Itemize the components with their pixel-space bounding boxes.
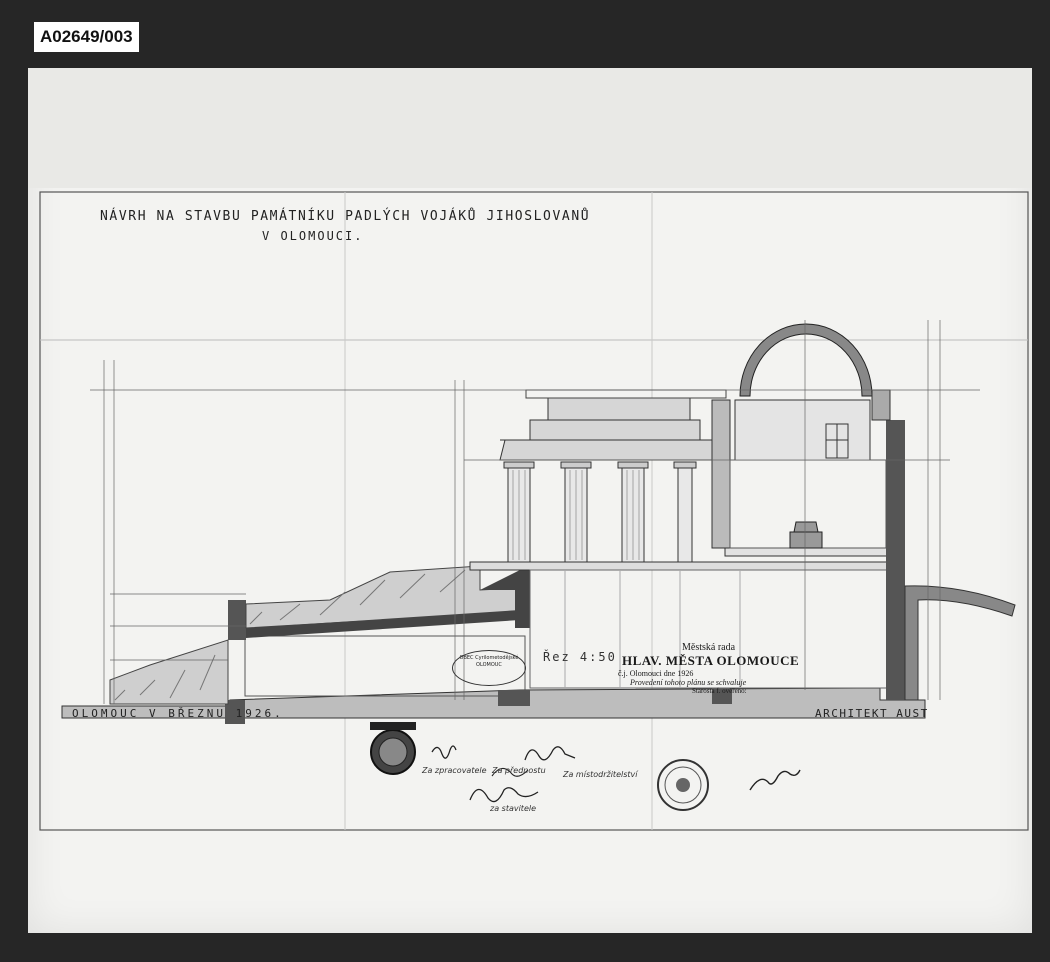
council-stamp-line5: Starosta f. ověřeno: xyxy=(692,687,747,695)
terrace-slab xyxy=(246,610,520,638)
signature-1 xyxy=(431,745,457,759)
hall-pier xyxy=(711,399,731,549)
signature-3 xyxy=(469,787,539,803)
entablature xyxy=(499,397,721,461)
temple-platform xyxy=(469,561,891,571)
rubble-texture-left xyxy=(114,654,216,701)
archive-label: A02649/003 xyxy=(34,22,139,52)
place-date: OLOMOUC V BŘEZNU 1926. xyxy=(72,707,284,720)
drawing-title-location: V OLOMOUCI. xyxy=(262,229,364,243)
council-stamp-line3: č.j. Olomouci dne 1926 xyxy=(618,669,694,678)
oval-stamp-text: OBEC Cyrilometodějské OLOMOUC xyxy=(459,655,519,668)
dome-buttress xyxy=(871,389,891,421)
retaining-wall-right xyxy=(886,420,905,700)
signature-caption-2: Za přednostu xyxy=(492,766,546,775)
rubble-slope-left xyxy=(109,639,229,705)
memorial-altar xyxy=(789,521,823,549)
column-capitals xyxy=(503,461,697,469)
oval-stamp: OBEC Cyrilometodějské OLOMOUC xyxy=(452,650,526,686)
signature-4 xyxy=(749,769,801,791)
roof-cap xyxy=(525,389,727,399)
city-council-stamp: Městská rada HLAV. MĚSTA OLOMOUCE č.j. O… xyxy=(612,642,812,695)
footing-left xyxy=(225,700,245,724)
footing-mid xyxy=(498,690,530,706)
council-stamp-line2: HLAV. MĚSTA OLOMOUCE xyxy=(622,653,800,668)
wall-block-left xyxy=(228,600,246,640)
council-stamp-line1: Městská rada xyxy=(682,642,736,653)
section-scale-note: Řez 4:50 xyxy=(543,650,617,664)
round-seal-right xyxy=(657,759,709,811)
upper-platform xyxy=(724,547,891,557)
stair-block xyxy=(480,570,530,628)
signature-5 xyxy=(491,767,529,777)
signature-caption-4: za stavitele xyxy=(490,804,537,813)
footing-right xyxy=(712,688,732,704)
architect-name: ARCHITEKT AUST xyxy=(815,707,929,720)
drawing-title: NÁVRH NA STAVBU PAMÁTNÍKU PADLÝCH VOJÁKŮ… xyxy=(100,209,591,224)
drawing-frame xyxy=(39,191,1029,831)
dimension-lines xyxy=(90,320,980,704)
signature-caption-1: Za zpracovatele xyxy=(422,766,487,775)
doric-columns xyxy=(507,467,693,563)
attic xyxy=(734,399,871,460)
rubble-texture-terrace xyxy=(249,569,466,625)
paper-top-band xyxy=(28,68,1032,188)
signature-caption-3: Za místodržitelství xyxy=(563,770,638,779)
council-stamp-line4: Provedení tohoto plánu se schvaluje xyxy=(630,678,747,687)
dome xyxy=(739,323,873,397)
right-terrain-curve xyxy=(904,585,1016,701)
signature-2 xyxy=(524,746,576,761)
